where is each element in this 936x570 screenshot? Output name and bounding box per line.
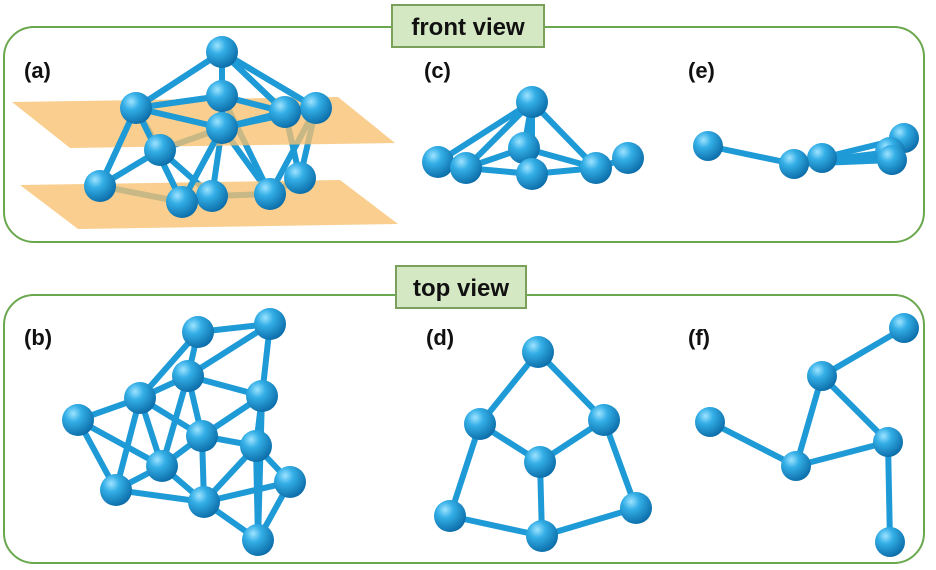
panel-c-bond [435, 99, 535, 165]
panel-a-bond [133, 49, 225, 111]
panel-a-bond [219, 49, 319, 111]
panel-b-atom [172, 360, 204, 392]
panel-f-atom [875, 527, 905, 557]
panel-f-structure [695, 313, 919, 557]
panel-c-atom [580, 152, 612, 184]
panel-b-atom [274, 466, 306, 498]
panel-d-atom [524, 446, 556, 478]
panel-c-structure [422, 86, 644, 190]
panel-a-atom [206, 112, 238, 144]
panel-c-atom [450, 152, 482, 184]
panel-a-atom [144, 134, 176, 166]
panel-c-atom [516, 86, 548, 118]
panel-c-atom [516, 158, 548, 190]
panel-f-atom [781, 451, 811, 481]
panel-d-atom [434, 500, 466, 532]
panel-label-c: (c) [424, 58, 451, 83]
panel-a-atom [84, 170, 116, 202]
panel-d-atom [526, 520, 558, 552]
panel-label-e: (e) [688, 58, 715, 83]
panel-a-atom [284, 162, 316, 194]
panel-f-atom [889, 313, 919, 343]
top-view-title-box: top view [395, 265, 527, 309]
panel-b-atom [240, 430, 272, 462]
panel-a-atom [166, 186, 198, 218]
panel-a-atom [206, 36, 238, 68]
panel-label-f: (f) [688, 325, 710, 350]
panel-f-atom [807, 361, 837, 391]
panel-b-atom [146, 450, 178, 482]
panel-a-atom [206, 80, 238, 112]
panel-f-bond [885, 439, 893, 545]
panel-b-atom [254, 308, 286, 340]
panel-f-atom [873, 427, 903, 457]
panel-f-bond [819, 373, 891, 445]
panel-b-atom [242, 524, 274, 556]
panel-e-atom [779, 149, 809, 179]
front-view-title-box: front view [391, 4, 545, 48]
panel-f-bond [793, 439, 891, 469]
panel-b-atom [246, 380, 278, 412]
panel-c-atom [508, 132, 540, 164]
panel-label-b: (b) [24, 325, 52, 350]
panel-d-atom [522, 336, 554, 368]
panel-b-atom [124, 382, 156, 414]
panel-e-atom [807, 143, 837, 173]
panel-b-atom [62, 404, 94, 436]
panel-b-structure [62, 308, 306, 556]
panel-b-atom [188, 486, 220, 518]
front-view-title: front view [411, 14, 525, 41]
panel-f-bond [707, 419, 799, 469]
panel-e-atom [693, 131, 723, 161]
panel-d-bond [539, 505, 639, 539]
panel-e-structure [693, 123, 919, 179]
panel-f-bond [819, 325, 907, 379]
panel-f-bond [793, 373, 825, 469]
panel-a-atom [300, 92, 332, 124]
top-view-title: top view [413, 275, 509, 302]
panel-e-atom [877, 145, 907, 175]
panel-b-atom [100, 474, 132, 506]
panel-a-atom [120, 92, 152, 124]
panel-b-atom [182, 316, 214, 348]
panel-a-atom [254, 178, 286, 210]
panel-d-atom [620, 492, 652, 524]
panel-d-structure [434, 336, 652, 552]
panel-label-d: (d) [426, 325, 454, 350]
panel-a-atom [269, 96, 301, 128]
panel-a-atom [196, 180, 228, 212]
panel-b-bond [185, 321, 273, 379]
panel-d-bond [447, 421, 483, 519]
panel-d-atom [464, 408, 496, 440]
panel-c-atom [422, 146, 454, 178]
panel-b-atom [186, 420, 218, 452]
panel-d-atom [588, 404, 620, 436]
panel-label-a: (a) [24, 58, 51, 83]
panel-f-atom [695, 407, 725, 437]
panel-c-atom [612, 142, 644, 174]
panel-a-structure-front [84, 36, 332, 218]
